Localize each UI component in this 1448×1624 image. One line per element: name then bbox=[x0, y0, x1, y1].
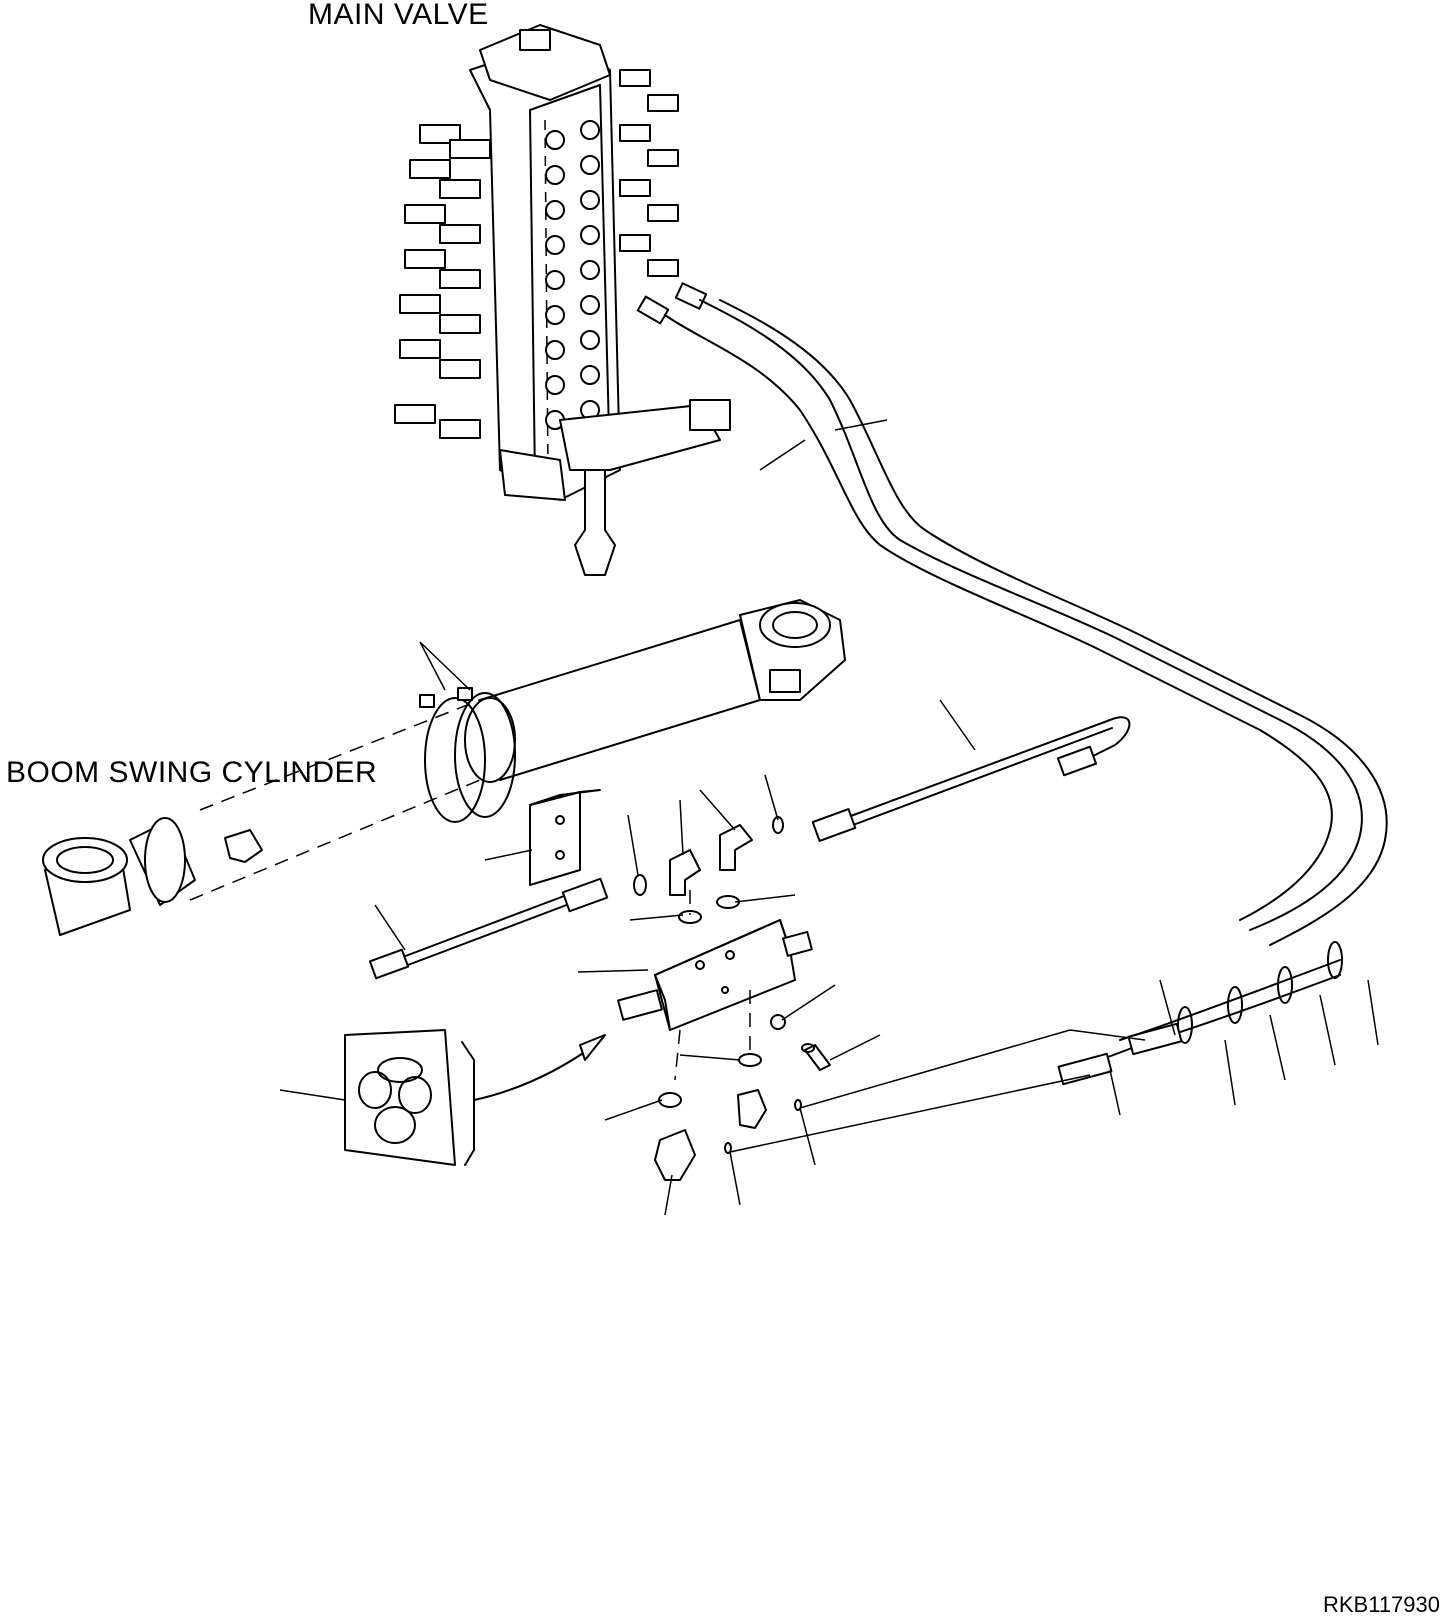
cylinder-clamp-bands bbox=[419, 687, 516, 823]
boom-swing-cylinder bbox=[42, 599, 846, 936]
bolt-and-washer bbox=[770, 1014, 831, 1071]
main-valve-ports bbox=[545, 120, 600, 430]
main-valve-left-fittings bbox=[394, 124, 491, 439]
leader-lines bbox=[279, 419, 1379, 1216]
drawing-number: RKB117930 bbox=[1322, 1592, 1440, 1617]
valve-block bbox=[617, 919, 813, 1031]
main-valve bbox=[394, 24, 731, 576]
main-valve-right-fittings bbox=[619, 69, 679, 277]
main-valve-label: MAIN VALVE bbox=[308, 0, 489, 31]
mounting-bracket bbox=[529, 789, 601, 886]
elbow-fittings bbox=[654, 824, 767, 1181]
tube-upper-right bbox=[811, 716, 1131, 842]
hose-clamps bbox=[1177, 941, 1343, 1044]
boom-swing-cylinder-label: BOOM SWING CYLINDER bbox=[6, 756, 378, 789]
o-rings bbox=[633, 816, 802, 1154]
centre-line-lower bbox=[674, 1029, 681, 1081]
seal-kit bbox=[344, 1029, 606, 1166]
hose-lower-ends bbox=[1057, 959, 1341, 1086]
hose-assembly-upper bbox=[664, 299, 1388, 946]
tube-lower-left bbox=[368, 877, 609, 980]
